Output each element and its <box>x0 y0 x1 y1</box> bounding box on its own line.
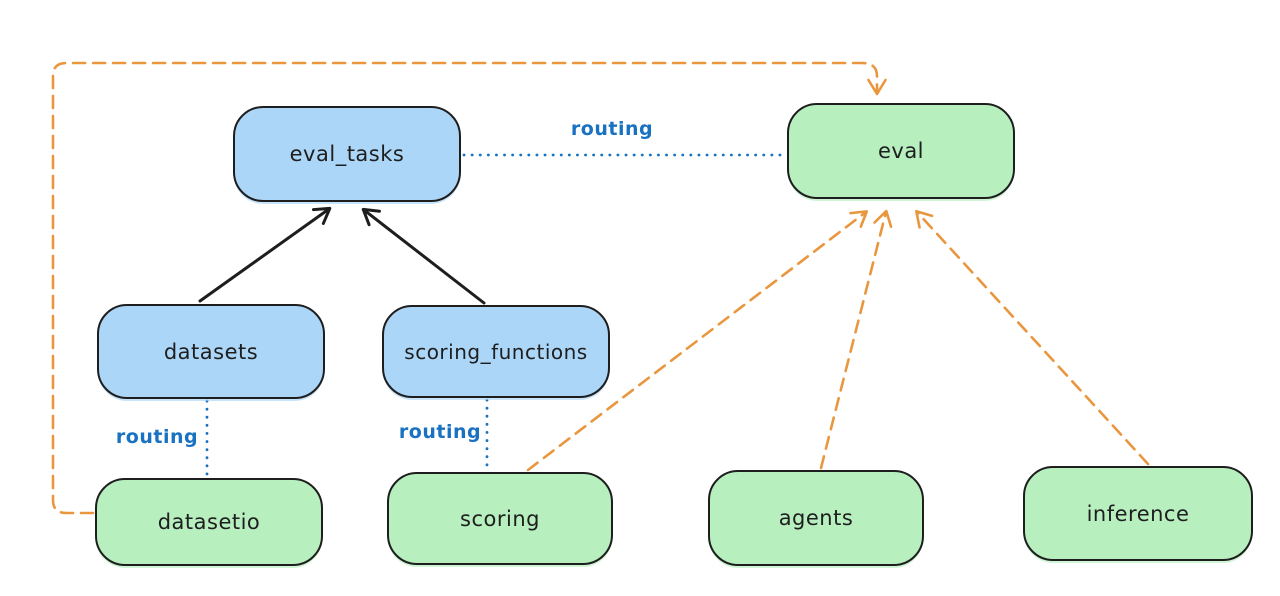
node-scoring: scoring <box>387 472 613 565</box>
node-eval-tasks: eval_tasks <box>233 106 461 202</box>
edge-scoring-functions-to-eval-tasks <box>361 207 486 305</box>
node-datasetio: datasetio <box>95 478 323 566</box>
edge-label-routing-datasets-to-datasetio: routing <box>115 426 199 448</box>
edge-inference-to-eval <box>915 209 1150 466</box>
node-agents-label: agents <box>778 506 854 530</box>
node-inference: inference <box>1023 466 1253 561</box>
node-agents: agents <box>708 470 924 566</box>
node-eval-tasks-label: eval_tasks <box>289 142 405 166</box>
node-scoring-functions-label: scoring_functions <box>404 339 588 364</box>
node-datasets-label: datasets <box>163 339 259 364</box>
node-datasets: datasets <box>97 304 325 399</box>
edge-label-routing-scoring-functions-to-scoring: routing <box>398 421 482 443</box>
node-datasetio-label: datasetio <box>157 510 261 534</box>
edge-datasets-to-eval-tasks <box>198 206 332 303</box>
node-scoring-functions: scoring_functions <box>382 305 610 398</box>
node-eval: eval <box>787 103 1015 199</box>
node-eval-label: eval <box>877 139 925 163</box>
edge-label-routing-eval-tasks-to-eval: routing <box>570 118 654 140</box>
node-scoring-label: scoring <box>460 506 540 531</box>
edge-agents-to-eval <box>819 209 893 470</box>
node-inference-label: inference <box>1086 501 1190 526</box>
